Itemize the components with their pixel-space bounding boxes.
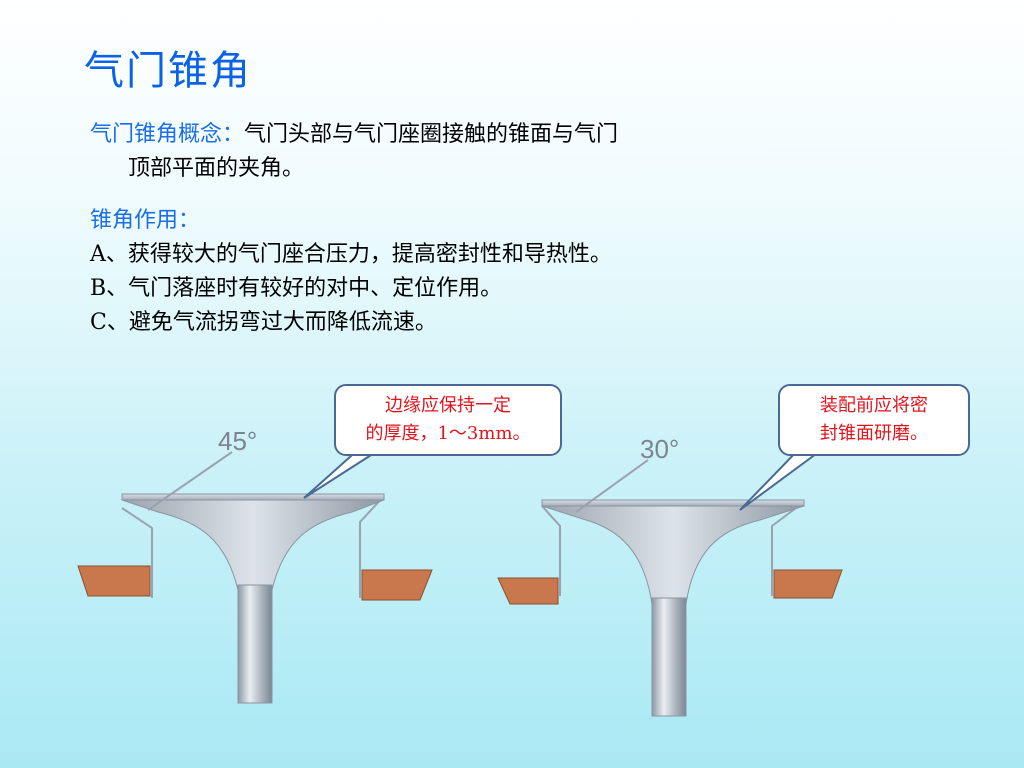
seat-frame-left-45 (121, 507, 153, 598)
valve-top-45 (121, 493, 385, 501)
angle-label-45: 45° (218, 426, 257, 456)
angle-leader-30 (575, 459, 649, 513)
valve-seat-right-45 (361, 569, 433, 601)
valve-head-30 (541, 505, 805, 605)
concept-text-line1: 气门头部与气门座圈接触的锥面与气门 (244, 122, 619, 147)
valve-diagram-30: 30° (497, 434, 843, 717)
seat-frame-right-45 (359, 495, 385, 598)
angle-leader-45 (147, 451, 233, 511)
valve-head-45 (121, 499, 385, 591)
function-item-b: B、气门落座时有较好的对中、定位作用。 (90, 276, 503, 301)
function-label: 锥角作用： (90, 208, 201, 233)
valve-stem-30 (651, 597, 687, 717)
seat-frame-right-30 (771, 501, 805, 596)
valve-seat-left-30 (497, 577, 559, 605)
valve-top-30 (541, 499, 805, 507)
callout-grinding-line2: 封锥面研磨。 (820, 423, 928, 444)
callout-edge-thickness: 边缘应保持一定 的厚度，1～3mm。 (334, 384, 562, 456)
valve-seat-right-30 (773, 569, 843, 599)
callout-grinding: 装配前应将密 封锥面研磨。 (778, 384, 970, 456)
function-item-c: C、避免气流拐弯过大而降低流速。 (90, 310, 437, 335)
concept-label: 气门锥角概念： (90, 122, 245, 147)
callout-grinding-line1: 装配前应将密 (820, 395, 928, 416)
concept-text-line2: 顶部平面的夹角。 (128, 156, 305, 181)
valve-seat-left-45 (77, 565, 151, 597)
callout-edge-thickness-line2: 的厚度，1～3mm。 (365, 423, 531, 444)
function-section: 锥角作用： A、获得较大的气门座合压力，提高密封性和导热性。 B、气门落座时有较… (90, 204, 612, 340)
callout-edge-thickness-line1: 边缘应保持一定 (385, 395, 511, 416)
seat-frame-left-30 (541, 505, 561, 596)
page-title: 气门锥角 (84, 48, 252, 94)
angle-label-30: 30° (640, 434, 679, 464)
valve-diagram-45: 45° (77, 426, 433, 704)
valve-stem-45 (237, 584, 273, 704)
concept-paragraph: 气门锥角概念：气门头部与气门座圈接触的锥面与气门 顶部平面的夹角。 (90, 118, 930, 186)
function-item-a: A、获得较大的气门座合压力，提高密封性和导热性。 (90, 242, 612, 267)
